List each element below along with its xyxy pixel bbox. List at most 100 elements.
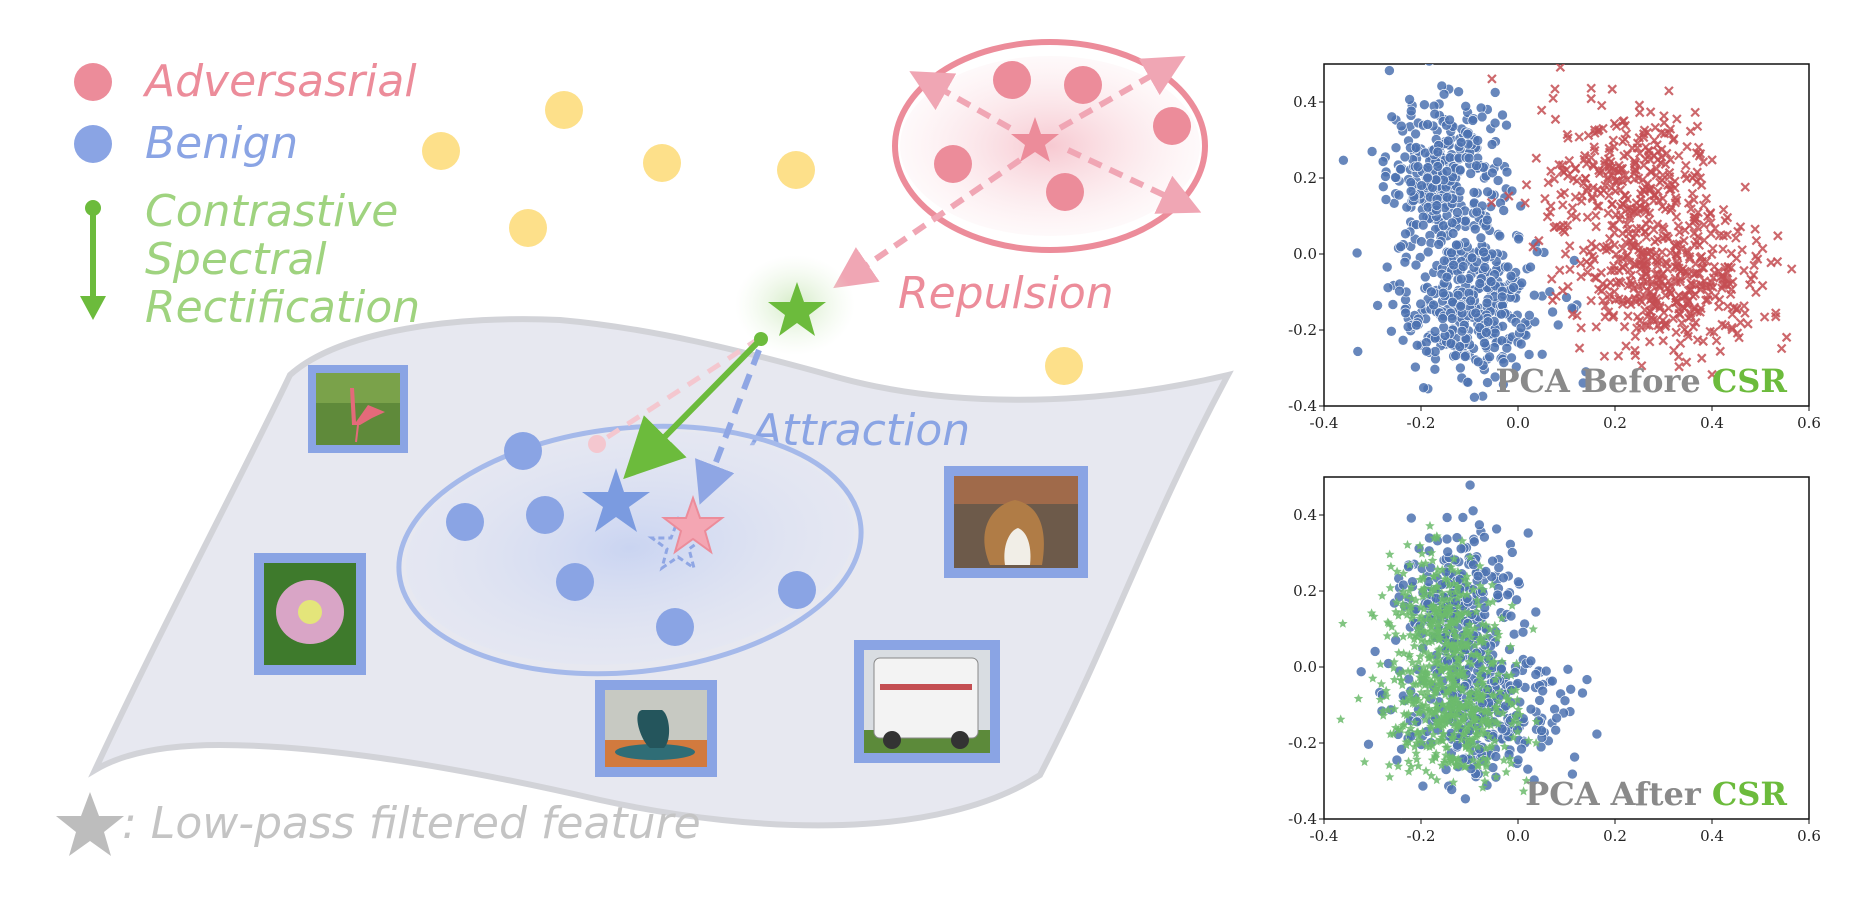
scatter-point [1692, 121, 1703, 132]
scatter-point [1615, 163, 1626, 174]
scatter-point [1482, 186, 1493, 198]
scatter-point [1692, 222, 1703, 233]
scatter-point [1729, 302, 1739, 313]
scatter-point [1464, 608, 1474, 618]
scatter-point [1442, 628, 1452, 638]
y-tick-label: -0.2 [1288, 321, 1317, 339]
scatter-point [1398, 667, 1408, 677]
scatter-point [1481, 768, 1491, 778]
scatter-point [1479, 262, 1491, 273]
scatter-point [1385, 729, 1396, 739]
scatter-point [1433, 645, 1444, 655]
scatter-point [1781, 332, 1792, 343]
scatter-point [1442, 663, 1453, 673]
scatter-point [1474, 634, 1485, 644]
scatter-point [1576, 323, 1586, 333]
scatter-point [1462, 571, 1472, 581]
scatter-point [1564, 241, 1575, 251]
scatter-point [1414, 707, 1425, 717]
scatter-point [1462, 735, 1472, 745]
scatter-point [1441, 192, 1453, 203]
scatter-point [1425, 520, 1435, 530]
scatter-point [1590, 128, 1600, 138]
scatter-point [1515, 322, 1527, 334]
scatter-point [1603, 154, 1614, 164]
scatter-point [1421, 675, 1431, 685]
scatter-point [1551, 712, 1562, 724]
scatter-point [1641, 269, 1652, 279]
scatter-point [1411, 748, 1421, 758]
scatter-point [1446, 247, 1457, 259]
scatter-point [1656, 152, 1667, 162]
scatter-point [1482, 214, 1493, 226]
scatter-point [1416, 236, 1427, 247]
scatter-point [1441, 533, 1453, 545]
scatter-point [1407, 657, 1418, 667]
scatter-point [1485, 720, 1496, 730]
scatter-point [1424, 742, 1435, 752]
scatter-point [1521, 180, 1532, 190]
scatter-point [1486, 139, 1498, 150]
scatter-point [1703, 290, 1714, 300]
scatter-point [1496, 291, 1508, 303]
scatter-point [1422, 172, 1433, 184]
scatter-point [1727, 324, 1737, 335]
scatter-point [1482, 684, 1493, 694]
scatter-point [1436, 598, 1447, 608]
scatter-point [1430, 752, 1441, 762]
scatter-point [1718, 231, 1729, 241]
scatter-point [1436, 611, 1447, 621]
scatter-point [1555, 64, 1566, 73]
scatter-point [1432, 146, 1444, 158]
scatter-point [1406, 512, 1417, 524]
legend: Adversasrial Benign Contrastive Spectral… [74, 56, 420, 333]
scatter-point [1682, 141, 1692, 152]
scatter-point [1352, 346, 1364, 357]
scatter-point [1676, 318, 1687, 328]
scatter-point [1706, 277, 1717, 288]
scatter-point [1419, 584, 1429, 594]
scatter-point [1478, 680, 1488, 689]
scatter-point [1483, 715, 1493, 725]
scatter-point [1429, 108, 1441, 120]
lowpass-footnote: : Low-pass filtered feature [122, 798, 701, 849]
scatter-point [1637, 297, 1647, 307]
scatter-point [1420, 589, 1431, 599]
scatter-point [1467, 703, 1477, 713]
scatter-point [1559, 695, 1571, 706]
scatter-point [1690, 107, 1700, 118]
scatter-point [1549, 703, 1560, 715]
scatter-point [1451, 679, 1461, 689]
scatter-point [1422, 670, 1432, 680]
scatter-point [1498, 357, 1510, 368]
scatter-point [1749, 260, 1759, 271]
scatter-point [1708, 243, 1718, 254]
scatter-point [1470, 640, 1480, 650]
scatter-point [1683, 331, 1694, 342]
scatter-point [1353, 693, 1364, 703]
scatter-point [1505, 270, 1517, 282]
scatter-point [1427, 631, 1437, 641]
scatter-point [1621, 341, 1631, 351]
scatter-point [1603, 307, 1614, 317]
scatter-point [1671, 195, 1682, 206]
scatter-point [1696, 251, 1707, 262]
scatter-point [1506, 685, 1517, 695]
scatter-point [1665, 248, 1676, 258]
scatter-point [1381, 261, 1393, 273]
x-tick-label: 0.6 [1797, 414, 1821, 432]
scatter-point [1427, 740, 1438, 750]
scatter-point [1447, 617, 1458, 627]
scatter-point [1570, 192, 1581, 202]
scatter-point [1464, 479, 1476, 491]
scatter-point [1751, 251, 1761, 261]
scatter-point [1481, 759, 1491, 769]
y-tick-label: -0.4 [1288, 810, 1317, 828]
scatter-point [1427, 555, 1438, 565]
scatter-point [1498, 708, 1508, 718]
scatter-point [1523, 349, 1535, 360]
scatter-point [1445, 607, 1455, 617]
scatter-point [1686, 204, 1696, 214]
scatter-point [1487, 580, 1497, 589]
scatter-point [1506, 185, 1518, 197]
